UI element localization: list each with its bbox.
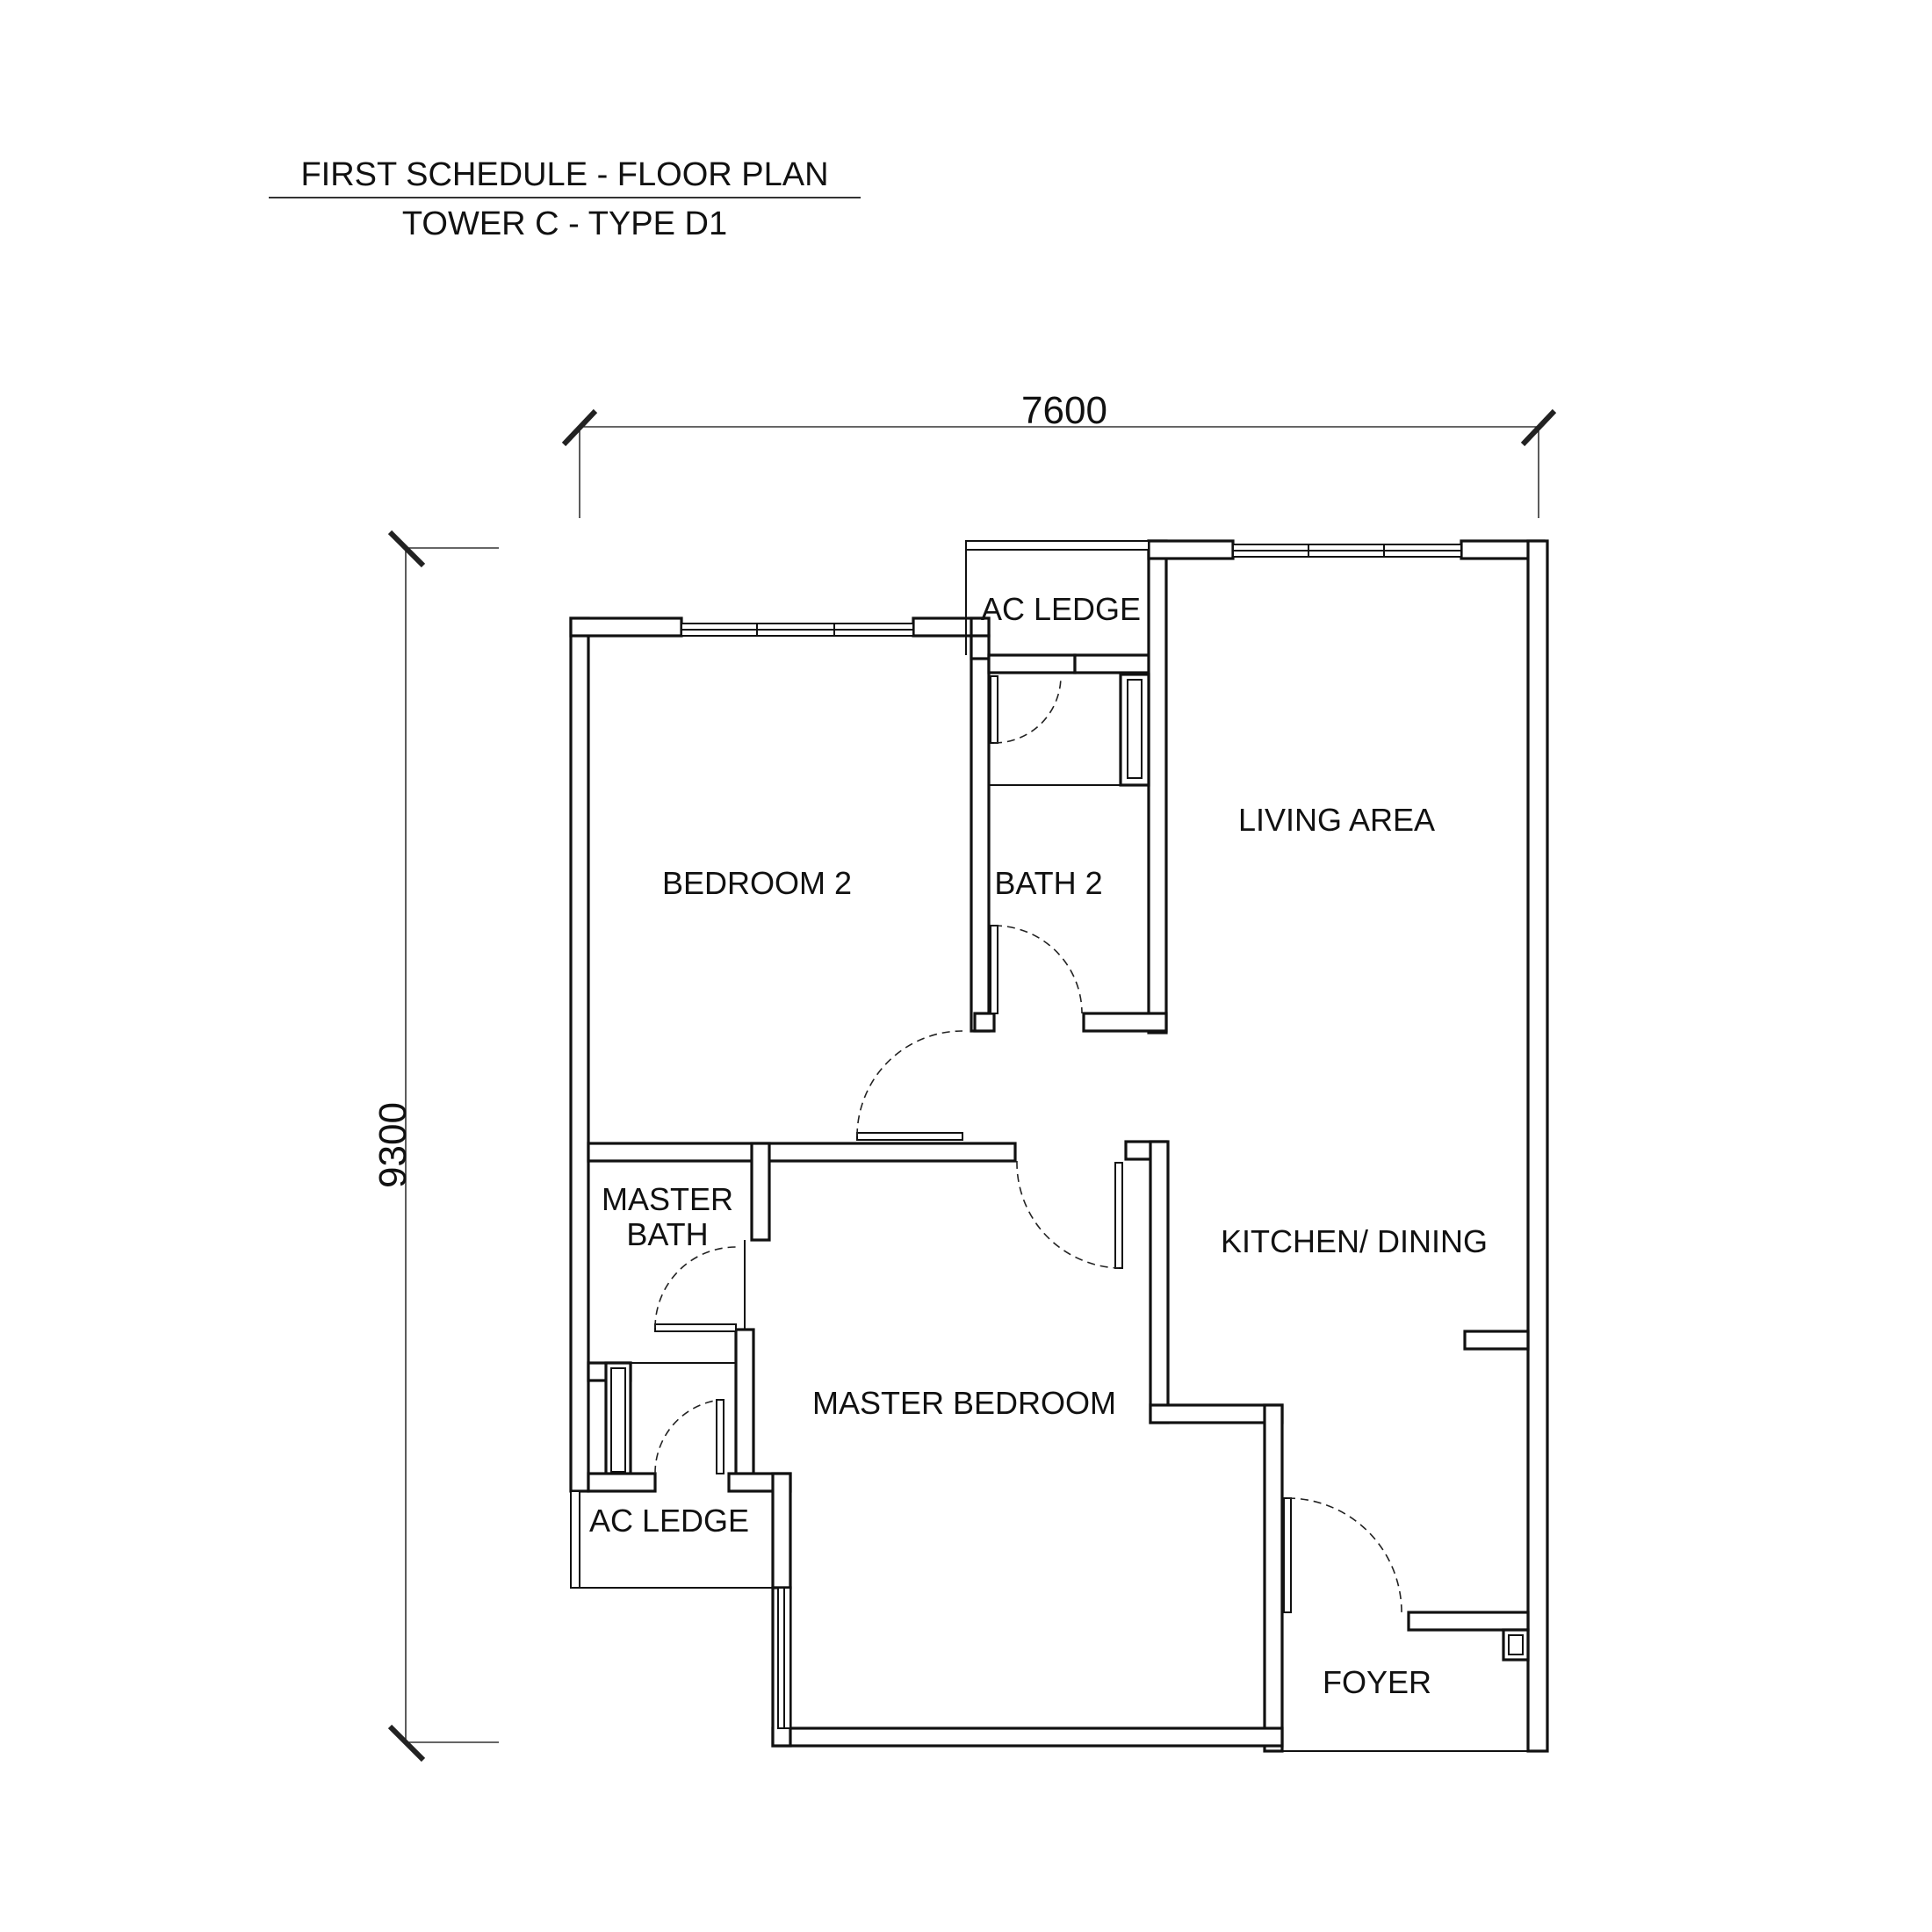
ac-ledge-top-door <box>990 675 998 744</box>
main-entrance-door <box>1283 1497 1292 1613</box>
width-dimension: 7600 <box>561 389 1557 518</box>
width-dimension-label: 7600 <box>1021 389 1107 432</box>
bath2-label: BATH 2 <box>994 865 1102 901</box>
windows <box>681 544 1462 1729</box>
title-divider <box>269 197 861 198</box>
master-bath-label-2: BATH <box>626 1216 708 1252</box>
ac-ledge-bottom-door <box>716 1399 724 1474</box>
living-area-label: LIVING AREA <box>1238 802 1435 838</box>
plan-title: FIRST SCHEDULE - FLOOR PLAN <box>300 156 829 193</box>
kitchen-dining-label: KITCHEN/ DINING <box>1221 1223 1488 1259</box>
bath2-door <box>990 925 998 1014</box>
height-dimension-label: 9300 <box>371 1102 415 1188</box>
master-bath-door <box>654 1323 737 1332</box>
ac-ledge-bottom-label: AC LEDGE <box>589 1503 749 1539</box>
ac-ledge-railings <box>570 540 1150 1589</box>
plan-subtitle: TOWER C - TYPE D1 <box>401 205 728 242</box>
height-dimension: 9300 <box>371 530 499 1763</box>
bedroom2-label: BEDROOM 2 <box>662 865 852 901</box>
room-labels: AC LEDGE LIVING AREA BEDROOM 2 BATH 2 MA… <box>589 591 1488 1700</box>
bedroom2-door <box>856 1132 963 1141</box>
master-bedroom-door <box>1114 1162 1123 1269</box>
doors <box>631 675 1402 1613</box>
ac-ledge-top-label: AC LEDGE <box>981 591 1141 627</box>
walls <box>569 539 1549 1753</box>
master-bedroom-label: MASTER BEDROOM <box>812 1385 1116 1421</box>
master-bath-label-1: MASTER <box>602 1181 733 1217</box>
foyer-label: FOYER <box>1323 1664 1431 1700</box>
